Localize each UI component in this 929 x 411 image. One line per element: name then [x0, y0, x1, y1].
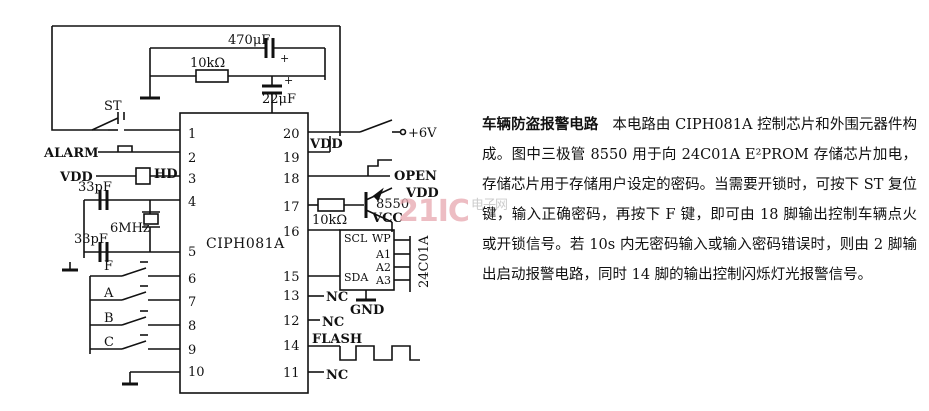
description-body: 本电路由 CIPH081A 控制芯片和外围元器件构成。图中三极管 8550 用于… — [482, 117, 918, 283]
label-nc12: NC — [322, 315, 344, 330]
key-switches — [89, 261, 180, 386]
pin-3: 3 — [188, 172, 196, 187]
pin-19: 19 — [283, 151, 300, 166]
power-switch — [308, 119, 407, 153]
label-10k-17: 10kΩ — [312, 213, 347, 228]
label-vdd-right: VDD — [309, 137, 343, 152]
label-470uf: 470μF — [228, 33, 270, 48]
label-vdd-left: VDD — [59, 170, 93, 185]
pin-4: 4 — [188, 195, 196, 210]
pin-11: 11 — [283, 366, 300, 381]
left-pin-numbers: 1 2 3 4 5 6 7 8 9 10 — [188, 127, 205, 380]
right-pin-numbers: 20 19 18 17 16 15 13 12 14 11 — [283, 127, 300, 381]
label-22uf: 22μF — [262, 92, 296, 107]
description-paragraph: 车辆防盗报警电路本电路由 CIPH081A 控制芯片和外围元器件构成。图中三极管… — [482, 110, 917, 290]
alarm-line — [98, 145, 180, 153]
label-hd: HD — [154, 167, 178, 182]
pin-12: 12 — [283, 314, 300, 329]
pin-1: 1 — [188, 127, 196, 142]
label-nc11: NC — [326, 368, 348, 383]
eeprom-pin-a1: A1 — [375, 248, 391, 261]
oscillator-network — [62, 190, 180, 272]
label-6mhz: 6MHz — [110, 221, 150, 236]
pin-8: 8 — [188, 319, 196, 334]
resistor-10k-17 — [317, 198, 345, 212]
eeprom-pin-a3: A3 — [375, 274, 391, 287]
label-open: OPEN — [394, 169, 437, 184]
eeprom-pin-wp: WP — [372, 232, 391, 245]
crystal-6mhz — [143, 213, 159, 225]
eeprom-label: 24C01A — [417, 235, 432, 288]
eeprom-pin-a2: A2 — [375, 261, 391, 274]
watermark-main: 21IC — [398, 194, 470, 229]
pin-9: 9 — [188, 343, 196, 358]
pin-5: 5 — [188, 245, 196, 260]
hd-component — [96, 167, 180, 185]
label-key-b: B — [104, 311, 114, 326]
pin-18: 18 — [283, 172, 300, 187]
pin-15: 15 — [283, 270, 300, 285]
label-10k-top: 10kΩ — [190, 56, 225, 71]
eeprom-pin-sda: SDA — [344, 271, 369, 284]
chip-ciph081a — [179, 112, 309, 394]
label-alarm: ALARM — [43, 146, 99, 161]
pin-7: 7 — [188, 295, 196, 310]
label-vdd-transistor: VDD — [405, 186, 439, 201]
label-plus-470: + — [280, 52, 289, 65]
top-rc-network — [51, 25, 341, 136]
st-switch — [91, 112, 180, 131]
label-plus-22: + — [284, 74, 293, 87]
label-flash: FLASH — [312, 332, 362, 347]
transistor-8550 — [308, 187, 393, 232]
pin-13: 13 — [283, 289, 300, 304]
eeprom-wiring — [308, 229, 411, 302]
label-8550: 8550 — [376, 197, 409, 212]
label-vcc: VCC — [371, 211, 403, 226]
label-key-a: A — [103, 286, 114, 301]
description-title: 车辆防盗报警电路 — [482, 116, 599, 133]
pin-14: 14 — [283, 339, 300, 354]
label-key-c: C — [104, 335, 114, 350]
pin-16: 16 — [283, 225, 300, 240]
pin-17: 17 — [283, 200, 300, 215]
pin-6: 6 — [188, 272, 196, 287]
chip-label: CIPH081A — [206, 236, 285, 252]
resistor-10k-top — [195, 69, 229, 83]
pin-20: 20 — [283, 127, 300, 142]
label-33pf-a: 33pF — [78, 180, 112, 195]
label-plus6v: +6V — [408, 126, 437, 141]
label-33pf-b: 33pF — [74, 232, 108, 247]
pin-2: 2 — [188, 151, 196, 166]
eeprom-pin-scl: SCL — [344, 232, 368, 245]
pin-10: 10 — [188, 365, 205, 380]
label-st: ST — [104, 99, 122, 114]
eeprom-24c01a — [339, 229, 395, 291]
label-key-f: F — [104, 259, 113, 274]
flash-output — [308, 345, 420, 361]
label-gnd: GND — [350, 303, 384, 318]
label-nc13: NC — [326, 290, 348, 305]
watermark-sub: 电子网 — [470, 198, 508, 213]
open-output — [308, 159, 392, 177]
